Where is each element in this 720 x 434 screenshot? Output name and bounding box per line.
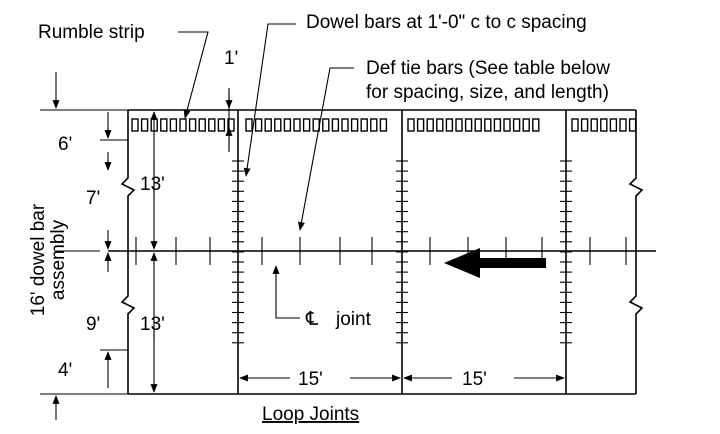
rumble-strip-block [426, 118, 434, 132]
rumble-strip-block [188, 118, 197, 132]
rumble-strip-block [590, 118, 598, 132]
rumble-strip-block [179, 118, 187, 132]
tie-bars-label-line1: Def tie bars (See table below [366, 58, 610, 79]
dim-outer-bottom: 4' [58, 360, 72, 381]
rumble-strip-block [131, 118, 139, 132]
dim-panel-2: 15' [462, 369, 487, 390]
rumble-strip-block [436, 118, 444, 132]
rumble-strip-block [360, 118, 368, 132]
rumble-strip-block [198, 118, 206, 132]
joint-label: joint [335, 309, 372, 330]
rumble-strip-block [580, 118, 589, 132]
dowel-bar-assemblies [232, 160, 572, 344]
rumble-strip-block [322, 118, 330, 132]
rumble-strip-block [140, 118, 149, 132]
rumble-strip-label: Rumble strip [38, 22, 145, 43]
rumble-strip-block [370, 118, 378, 132]
rumble-strip-block [416, 118, 425, 132]
rumble-strip-block [169, 118, 178, 132]
loop-joints-title: Loop Joints [262, 404, 359, 425]
pavement-outline [108, 109, 656, 395]
rumble-strip-block [245, 118, 253, 132]
dim-shoulder-offset: 1' [224, 48, 238, 69]
rumble-strip-block [455, 118, 463, 132]
traffic-direction-arrow [444, 248, 546, 278]
rumble-strip-block [493, 118, 502, 132]
dim-panel-1: 15' [298, 369, 323, 390]
rumble-strip-block [254, 118, 263, 132]
rumble-strip-block [484, 118, 492, 132]
rumble-strip-block [217, 118, 226, 132]
rumble-strip-block [619, 118, 627, 132]
rumble-strip-block [600, 118, 608, 132]
rumble-strip-block [350, 118, 359, 132]
rumble-strip-block [532, 118, 540, 132]
tie-bars-label-line2: for spacing, size, and length) [366, 82, 609, 103]
rumble-strip-block [407, 118, 415, 132]
rumble-strip-block [331, 118, 340, 132]
rumble-strips [131, 118, 637, 132]
vertical-dimension-lines [40, 72, 158, 420]
dowel-assembly-label-line2: assembly [48, 219, 69, 300]
rumble-strip-block [464, 118, 473, 132]
rumble-strip-block [293, 118, 301, 132]
rumble-strip-block [264, 118, 272, 132]
rumble-strip-block [274, 118, 282, 132]
rumble-strip-block [628, 118, 637, 132]
rumble-strip-block [379, 118, 388, 132]
leader-lines [178, 23, 354, 319]
dowel-bars-label: Dowel bars at 1'-0" c to c spacing [306, 12, 587, 33]
rumble-strip-block [503, 118, 511, 132]
dim-dowel-upper: 7' [86, 188, 100, 209]
rumble-strip-block [609, 118, 618, 132]
dim-dowel-lower: 9' [86, 314, 100, 335]
rumble-strip-block [341, 118, 349, 132]
centerline-symbol: ℄ [305, 309, 319, 330]
dim-lane-lower: 13' [140, 314, 165, 335]
rumble-strip-block [283, 118, 292, 132]
dim-lane-upper: 13' [140, 174, 165, 195]
rumble-strip-block [445, 118, 454, 132]
rumble-strip-block [571, 118, 579, 132]
rumble-strip-block [512, 118, 521, 132]
rumble-strip-block [522, 118, 530, 132]
rumble-strip-block [474, 118, 482, 132]
rumble-strip-block [302, 118, 311, 132]
dowel-assembly-label-line1: 16' dowel bar [28, 203, 49, 316]
rumble-strip-block [160, 118, 168, 132]
rumble-strip-block [208, 118, 216, 132]
dim-outer-top: 6' [58, 134, 72, 155]
